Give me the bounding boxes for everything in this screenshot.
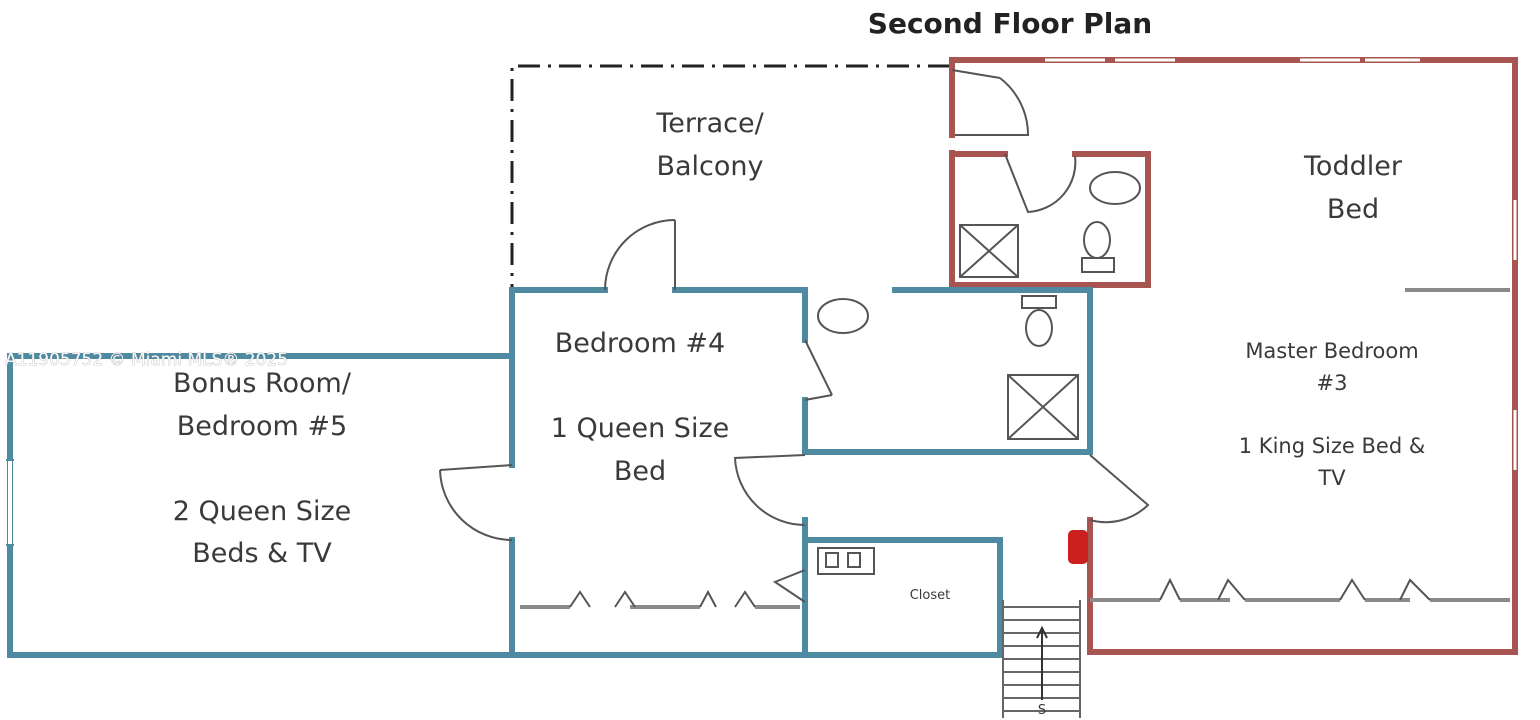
blue-walls: [7, 287, 1093, 658]
bonus-window: [6, 459, 14, 546]
bedroom4-bed-1: 1 Queen Size: [551, 413, 729, 444]
master-label-1: Master Bedroom: [1245, 339, 1418, 363]
gray-walls: [520, 288, 1510, 609]
door-swings: [439, 69, 1150, 541]
terrace-label-1: Terrace/: [655, 108, 764, 139]
bonus-label-1: Bonus Room/: [173, 368, 352, 399]
bonus-bed-2: Beds & TV: [192, 538, 332, 569]
terrace-label-2: Balcony: [656, 151, 763, 182]
master-sink: [1089, 171, 1141, 205]
closet-label: Closet: [910, 588, 951, 603]
master-windows: [1045, 58, 1517, 470]
closet-doors: [569, 569, 1431, 608]
master-bed-2: TV: [1317, 466, 1346, 490]
master-label-2: #3: [1317, 371, 1348, 395]
master-suite-walls: [949, 57, 1518, 655]
bath4-toilet: [1025, 309, 1053, 347]
master-bed-1: 1 King Size Bed &: [1239, 434, 1425, 458]
terrace-boundary: [510, 64, 950, 290]
master-toilet-tank: [1081, 257, 1115, 273]
watermark: A11905752 © Miami MLS® 2025: [5, 350, 288, 370]
bonus-bed-1: 2 Queen Size: [173, 496, 351, 527]
plan-title: Second Floor Plan: [868, 7, 1152, 40]
toddler-label-2: Bed: [1327, 194, 1379, 225]
bedroom4-bed-2: Bed: [614, 456, 666, 487]
bath4-toilet-tank: [1021, 295, 1057, 309]
fire-extinguisher-icon: [1068, 530, 1088, 564]
fixtures: [817, 171, 1141, 575]
master-toilet: [1083, 221, 1111, 259]
stairs: [1002, 600, 1081, 718]
stairs-label: S: [1038, 703, 1046, 718]
bath4-sink: [817, 298, 869, 334]
bonus-label-2: Bedroom #5: [177, 411, 348, 442]
bedroom4-name: Bedroom #4: [555, 328, 726, 359]
toddler-label-1: Toddler: [1303, 151, 1403, 182]
